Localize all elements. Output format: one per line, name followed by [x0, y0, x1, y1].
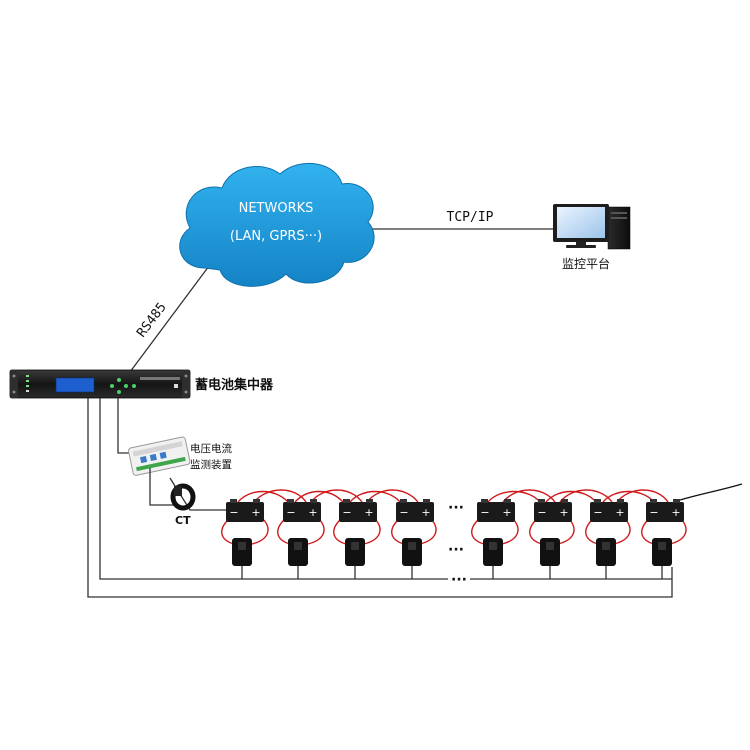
battery-unit: − + [226, 499, 264, 522]
battery-unit: − + [339, 499, 377, 522]
monitor-label-line2: 监测装置 [190, 458, 232, 471]
monitoring-platform: 监控平台 [553, 204, 631, 271]
ellipsis-batteries: ··· [448, 500, 464, 516]
cell-sensor [540, 538, 560, 566]
cell-sensor [288, 538, 308, 566]
cell-sensor [345, 538, 365, 566]
positive-terminal: + [671, 506, 680, 519]
negative-terminal: − [649, 506, 658, 519]
battery-concentrator: 蓄电池集中器 [9, 369, 274, 399]
lcd-screen [55, 377, 95, 393]
status-leds [26, 375, 29, 392]
battery-unit: − + [590, 499, 628, 522]
current-transformer: CT [149, 468, 226, 527]
cloud-title: NETWORKS [239, 201, 314, 216]
positive-terminal: + [615, 506, 624, 519]
positive-terminal: + [502, 506, 511, 519]
negative-terminal: − [229, 506, 238, 519]
negative-terminal: − [399, 506, 408, 519]
network-cloud: NETWORKS (LAN, GPRS···) [179, 162, 375, 287]
positive-terminal: + [559, 506, 568, 519]
cell-sensor [652, 538, 672, 566]
tcp-ip-label: TCP/IP [447, 210, 494, 225]
sense-wiring [87, 398, 673, 598]
battery-unit: − + [477, 499, 515, 522]
negative-terminal: − [286, 506, 295, 519]
negative-terminal: − [342, 506, 351, 519]
cell-sensors [232, 538, 672, 566]
positive-terminal: + [308, 506, 317, 519]
cell-sensor [402, 538, 422, 566]
cell-sensor [596, 538, 616, 566]
positive-terminal: + [251, 506, 260, 519]
monitoring-platform-label: 监控平台 [562, 256, 610, 271]
rack-body [9, 369, 191, 399]
keypad [110, 378, 136, 394]
ellipsis-bus: ··· [451, 572, 467, 588]
battery-unit: − + [646, 499, 684, 522]
negative-terminal: − [537, 506, 546, 519]
rs485-link [129, 261, 213, 373]
negative-terminal: − [480, 506, 489, 519]
battery-unit: − + [534, 499, 572, 522]
cell-sensor [232, 538, 252, 566]
voltage-current-monitor: 电压电流 监测装置 [128, 436, 232, 476]
battery-unit: − + [283, 499, 321, 522]
cell-sensor [483, 538, 503, 566]
battery-string-cables [221, 483, 743, 545]
ellipsis-sensors: ··· [448, 542, 464, 558]
positive-terminal: + [364, 506, 373, 519]
ct-label: CT [175, 514, 191, 527]
concentrator-label: 蓄电池集中器 [195, 377, 274, 393]
cloud-shape [179, 162, 375, 287]
positive-terminal: + [421, 506, 430, 519]
computer-icon [553, 204, 631, 250]
rs485-label: RS485 [134, 300, 170, 340]
monitor-label-line1: 电压电流 [190, 442, 232, 455]
battery-string: − + − + − + − + − + − + − [226, 499, 684, 522]
negative-terminal: − [593, 506, 602, 519]
battery-unit: − + [396, 499, 434, 522]
ct-clamp [170, 483, 196, 511]
monitor-module [128, 436, 191, 476]
network-links [129, 228, 553, 373]
cloud-subtitle: (LAN, GPRS···) [230, 229, 322, 244]
